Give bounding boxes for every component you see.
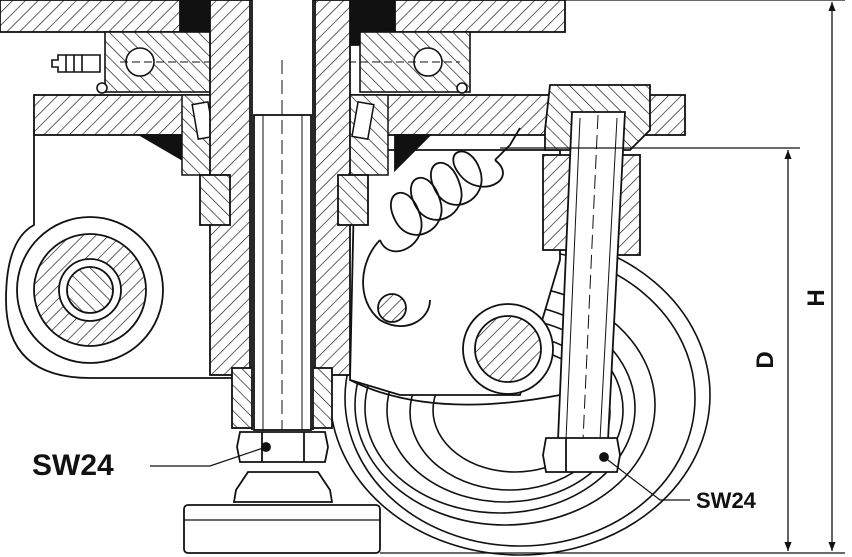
ball-bearing bbox=[51, 31, 471, 94]
taper-roller-right bbox=[351, 101, 375, 140]
spring-upper-hook bbox=[494, 127, 521, 161]
leader-left bbox=[150, 446, 267, 467]
label-sw24-left: SW24 bbox=[32, 449, 114, 482]
wheel-axle bbox=[462, 303, 554, 395]
spring-coils bbox=[379, 150, 504, 253]
brake-nut-sw24-right bbox=[542, 437, 621, 473]
leveling-foot-pad bbox=[183, 504, 381, 554]
label-dim-h: H bbox=[803, 289, 830, 306]
flange-weld-right bbox=[394, 134, 433, 173]
tension-spring bbox=[362, 127, 521, 327]
label-dim-d: D bbox=[752, 351, 779, 368]
label-sw24-right: SW24 bbox=[696, 488, 757, 513]
side-wheel-axle bbox=[66, 266, 114, 314]
screw-head-right bbox=[456, 82, 468, 94]
stem-nut-left bbox=[199, 174, 231, 226]
leveling-foot-cone bbox=[232, 471, 334, 503]
axle-core bbox=[474, 315, 542, 383]
spring-anchor-pin bbox=[377, 293, 407, 323]
leveling-nut-sw24-left bbox=[236, 431, 329, 463]
fork-lower-edge bbox=[349, 379, 561, 406]
grease-nipple bbox=[51, 54, 101, 73]
stem-nut-right bbox=[337, 174, 369, 226]
top-plate-left bbox=[0, 0, 206, 33]
dimension-lines bbox=[380, 0, 845, 554]
leader-lines bbox=[150, 446, 690, 501]
spring-hook bbox=[362, 239, 431, 327]
left-housing bbox=[5, 129, 233, 379]
brake-screw-centerline bbox=[582, 114, 599, 441]
brake-stem bbox=[542, 111, 641, 473]
screw-head-left bbox=[96, 82, 108, 94]
leader-right bbox=[603, 456, 690, 501]
